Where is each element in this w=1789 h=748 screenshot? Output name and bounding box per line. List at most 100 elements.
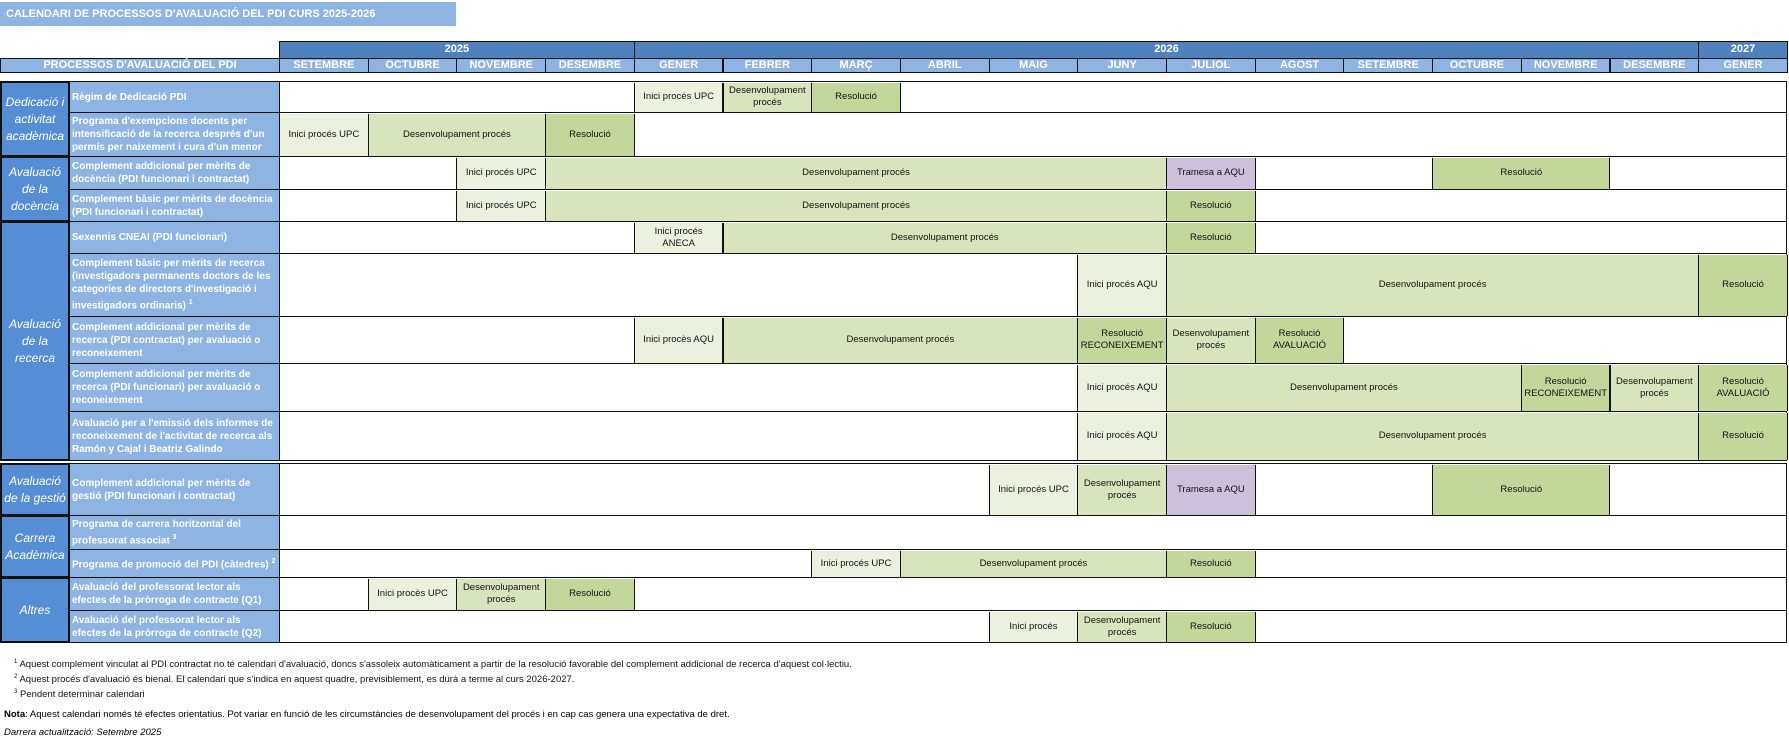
process-label: Complement addicional per mèrits de rece… (72, 321, 261, 359)
month-header: GENER (633, 58, 724, 73)
month-header: NOVEMBRE (456, 58, 547, 73)
footnote: 3 Pendent determinar calendari (14, 689, 145, 700)
month-header: GENER (1698, 58, 1788, 73)
year-header: 2026 (633, 41, 1700, 59)
phase-inici: Inici procès UPC (367, 578, 458, 610)
phase-resol: Resolució (1698, 412, 1788, 460)
month-header: JUNY (1077, 58, 1167, 73)
phase-resol: Resolució (1166, 190, 1256, 221)
process-label: Programa de promoció del PDI (càtedres) (72, 559, 269, 571)
phase-resol: Resolució (545, 578, 635, 610)
phase-resol: Resolució (545, 113, 635, 156)
group-label: Altres (0, 577, 70, 643)
phase-inici: Inici procés UPC (811, 550, 901, 577)
phase-desenv: Desenvolupament procés (367, 113, 547, 156)
phase-inici: Inici procés ANECA (633, 222, 724, 253)
note-text: : Aquest calendari només té efectes orie… (25, 709, 730, 720)
phase-inici: Inici procés UPC (456, 157, 547, 189)
month-header: FEBRER (722, 58, 813, 73)
phase-desenv: Desenvolupament procés (1166, 412, 1700, 460)
phase-resol: Resolució (1432, 464, 1611, 515)
footnote-marker: 2 (271, 558, 276, 566)
month-header: JULIOL (1166, 58, 1256, 73)
group-label: Avaluació de la recerca (0, 221, 70, 461)
process-name: Programa de carrera horitzontal del prof… (69, 515, 280, 550)
process-label: Complement addicional per mèrits de docè… (72, 161, 251, 185)
phase-desenv: Desenvolupament procés (1077, 611, 1167, 642)
month-header: SETEMBRE (279, 58, 369, 73)
page-title: CALENDARI DE PROCESSOS D'AVALUACIÓ DEL P… (0, 2, 456, 26)
timeline-row (279, 81, 1787, 113)
phase-resol: Resolució (1698, 254, 1788, 316)
month-header: DESEMBRE (545, 58, 635, 73)
phase-resol: Resolució (811, 82, 901, 112)
phase-resol: Resolució (1166, 611, 1256, 642)
month-header: OCTUBRE (1432, 58, 1522, 73)
phase-inici: Inici procés UPC (633, 82, 724, 112)
month-header: AGOST (1254, 58, 1345, 73)
footnote-marker: 3 (172, 533, 177, 541)
phase-desenv: Desenvolupament procés (1609, 364, 1700, 411)
process-name: Complement addicional per mèrits de rece… (69, 316, 280, 364)
phase-inici: Inici procés UPC (456, 190, 547, 221)
phase-desenv: Desenvolupament procés (1166, 317, 1256, 363)
footnote-text: Aquest complement vinculat al PDI contra… (19, 659, 852, 671)
process-name: Sexennis CNEAI (PDI funcionari) (69, 221, 280, 254)
process-name: Avaluació del professorat lector als efe… (69, 610, 280, 643)
timeline-row (279, 515, 1787, 550)
process-name: Complement bàsic per mèrits de docència … (69, 189, 280, 222)
phase-inici: Inici procés AQU (1077, 364, 1167, 411)
group-label: Avaluació de la gestió (0, 463, 70, 516)
process-name: Règim de Dedicació PDI (69, 81, 280, 113)
phase-resol: Resolució (1166, 550, 1256, 577)
footnote: 2 Aquest procés d'avaluació és bienal. E… (14, 674, 574, 685)
phase-inici: Inici procés UPC (988, 464, 1079, 515)
month-header: NOVEMBRE (1520, 58, 1611, 73)
note-label: Nota (4, 709, 26, 720)
process-label: Avaluació del professorat lector als efe… (72, 614, 262, 639)
phase-resol: Resolució (1166, 222, 1256, 253)
group-label: Dedicació i activitat acadèmica (0, 81, 70, 157)
phase-desenv: Desenvolupament procés (1166, 364, 1522, 411)
month-header: ABRIL (899, 58, 990, 73)
phase-resol: Resolució AVALUACIÓ (1254, 317, 1345, 363)
group-label: Carrera Acadèmica (0, 515, 70, 578)
phase-desenv: Desenvolupament procés (899, 550, 1167, 577)
last-updated: Darrera actualització: Setembre 2025 (4, 727, 162, 738)
process-label: Avaluació per a l'emissió dels informes … (72, 417, 273, 455)
year-header: 2027 (1698, 41, 1788, 59)
group-label: Avaluació de la docència (0, 156, 70, 222)
footnote-mark: 3 (14, 689, 18, 695)
process-label: Programa d'exempcions docents per intens… (72, 116, 265, 153)
phase-tramesa: Tramesa a AQU (1166, 157, 1256, 189)
footnote-mark: 2 (14, 674, 18, 680)
month-header: DESEMBRE (1609, 58, 1700, 73)
month-header: SETEMBRE (1343, 58, 1434, 73)
process-name: Complement addicional per mèrits de rece… (69, 363, 280, 412)
phase-inici: Inici procés (988, 611, 1079, 642)
process-name: Avaluació per a l'emissió dels informes … (69, 411, 280, 461)
note: Nota: Aquest calendari només té efectes … (4, 709, 730, 720)
month-header: MAIG (988, 58, 1079, 73)
phase-desenv: Desenvolupament procés (1077, 464, 1167, 515)
phase-desenv: Desenvolupament procés (722, 82, 813, 112)
phase-inici: Inici procès AQU (633, 317, 724, 363)
process-name: Programa d'exempcions docents per intens… (69, 112, 280, 157)
phase-desenv: Desenvolupament procés (1166, 254, 1700, 316)
process-label: Avaluació del professorat lector als efe… (72, 582, 262, 606)
phase-resol: Resolució AVALUACIÓ (1698, 364, 1788, 411)
process-label: Complement addicional per mèrits de rece… (72, 369, 261, 406)
year-header: 2025 (279, 41, 635, 59)
phase-inici: Inici procés UPC (279, 113, 369, 156)
month-header: OCTUBRE (367, 58, 458, 73)
process-label: Programa de carrera horitzontal del prof… (72, 518, 241, 547)
phase-resol: Resolució RECONEIXEMENT (1077, 317, 1167, 363)
phase-resol: Resolució RECONEIXEMENT (1520, 364, 1611, 411)
process-name: Complement addicional per mèrits de gest… (69, 463, 280, 516)
footnote-text: Pendent determinar calendari (19, 689, 145, 701)
process-label: Complement bàsic per mèrits de docència … (72, 193, 273, 218)
processes-header: PROCESSOS D'AVALUACIÓ DEL PDI (0, 58, 280, 73)
process-label: Complement bàsic per mèrits de recerca (… (72, 258, 271, 312)
phase-desenv: Desenvolupament procés (545, 157, 1167, 189)
